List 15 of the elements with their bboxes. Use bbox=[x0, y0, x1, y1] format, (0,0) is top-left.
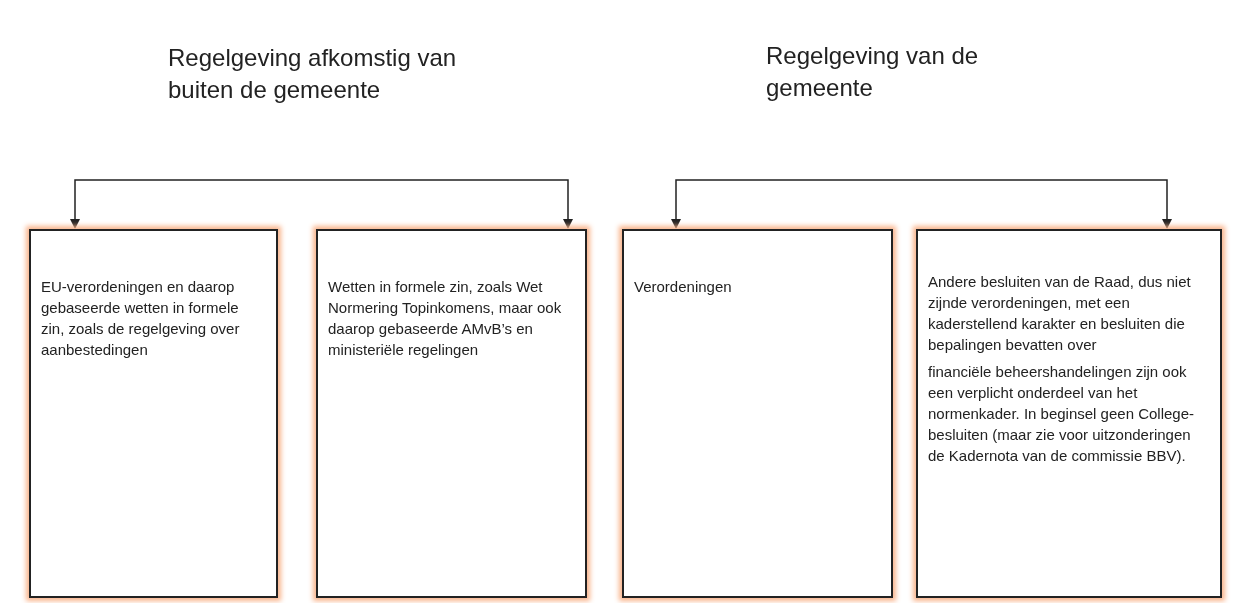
arrow bbox=[920, 179, 1172, 229]
group-heading: Regelgeving afkomstig van buiten de gemeente bbox=[168, 43, 458, 105]
text-box bbox=[622, 229, 893, 598]
box-text: financiële beheershandelingen zijn ook een verplicht onderdeel van het normenkader. In beginsel geen College-besluiten (maar zie voor uitzonderingen de Kadernota van de commissie BBV). bbox=[928, 362, 1195, 466]
arrow bbox=[70, 179, 322, 229]
group-heading: Regelgeving van de gemeente bbox=[766, 41, 980, 103]
arrow bbox=[320, 179, 573, 229]
text-box bbox=[316, 229, 587, 598]
text-box bbox=[29, 229, 278, 598]
box-text: Verordeningen bbox=[634, 277, 733, 297]
arrow bbox=[671, 179, 922, 229]
box-text: Andere besluiten van de Raad, dus niet zijnde verordeningen, met een kaderstellend karakter en besluiten die bepalingen bevatten over bbox=[928, 272, 1192, 355]
box-text: EU-verordeningen en daarop gebaseerde wetten in formele zin, zoals de regelgeving over aanbestedingen bbox=[41, 277, 241, 360]
box-text: Wetten in formele zin, zoals Wet Normering Topinkomens, maar ook daarop gebaseerde AMvB’s en ministeriële regelingen bbox=[328, 277, 563, 360]
text-box bbox=[916, 229, 1222, 598]
